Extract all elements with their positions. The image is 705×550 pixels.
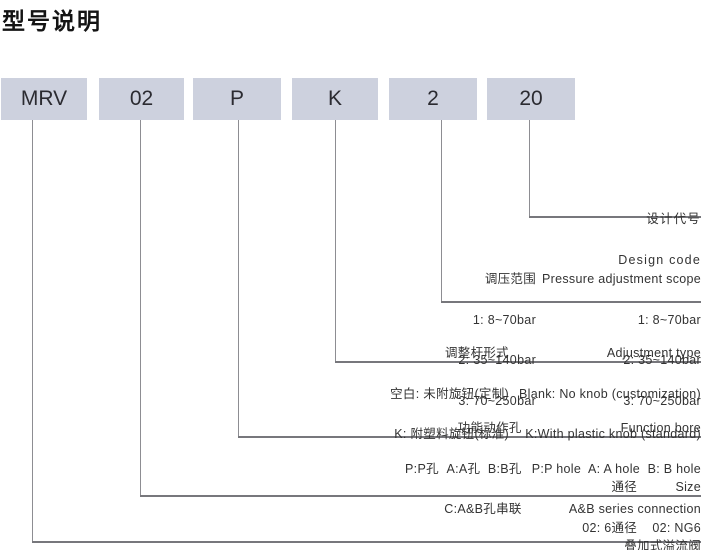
connector-vline-02 <box>140 120 142 495</box>
function-bore-zh-row: P:P孔 A:A孔 B:B孔 <box>405 461 522 476</box>
size-zh-row: 02: 6通径 <box>582 520 638 535</box>
adjustment-zh-row: 空白: 未附旋钮(定制) <box>390 386 509 401</box>
pressure-en-row: 3: 70~250bar <box>623 393 701 408</box>
pressure-zh-column: 调压范围 1: 8~70bar 2: 35~140bar 3: 70~250ba… <box>458 246 536 435</box>
product-text: 叠加式溢流阀 Modular relief valves <box>580 513 701 550</box>
callout-size: 通径 02: 6通径 03: 10通径 Size 02: NG6 03: NG1… <box>575 454 701 550</box>
size-zh-header: 通径 <box>611 480 638 494</box>
function-bore-zh-column: 功能动作孔 P:P孔 A:A孔 B:B孔 C:A&B孔串联 <box>405 395 522 544</box>
adjustment-zh-header: 调整杆形式 <box>444 346 509 360</box>
pressure-en-column: Pressure adjustment scope 1: 8~70bar 2: … <box>542 246 701 435</box>
connector-vline-p <box>238 120 240 436</box>
pressure-zh-header: 调压范围 <box>484 272 537 286</box>
adjustment-en-row: K:With plastic knob (standard) <box>525 427 701 441</box>
connector-vline-20 <box>529 120 531 216</box>
model-segment-box-2: 2 <box>389 78 477 120</box>
rule-product <box>32 541 701 543</box>
product-zh: 叠加式溢流阀 <box>624 539 701 550</box>
adjustment-en-header: Adjustment type <box>606 346 701 360</box>
adjustment-zh-row: K: 附塑料旋钮(标准) <box>394 427 509 441</box>
size-en-header: Size <box>675 480 701 494</box>
adjustment-en-row: Blank: No knob (customization) <box>519 386 701 401</box>
function-bore-en-header: Function bore <box>620 421 701 435</box>
callout-product: 叠加式溢流阀 Modular relief valves <box>580 513 701 550</box>
function-bore-en-row: P:P hole A: A hole B: B hole <box>531 461 701 476</box>
model-segment-box-20: 20 <box>487 78 575 120</box>
callout-pressure: 调压范围 1: 8~70bar 2: 35~140bar 3: 70~250ba… <box>458 246 701 435</box>
size-en-row: 02: NG6 <box>652 520 701 535</box>
function-bore-zh-header: 功能动作孔 <box>457 421 522 435</box>
connector-vline-k <box>335 120 337 361</box>
rule-design-code <box>529 216 701 218</box>
model-segment-box-02: 02 <box>99 78 184 120</box>
adjustment-en-column: Adjustment type Blank: No knob (customiz… <box>519 320 701 469</box>
size-zh-column: 通径 02: 6通径 03: 10通径 <box>575 454 637 550</box>
pressure-zh-row: 1: 8~70bar <box>472 312 537 327</box>
function-bore-en-column: Function bore P:P hole A: A hole B: B ho… <box>532 395 701 544</box>
adjustment-zh-column: 调整杆形式 空白: 未附旋钮(定制) K: 附塑料旋钮(标准) <box>390 320 509 469</box>
rule-pressure <box>441 301 701 303</box>
page-title: 型号说明 <box>2 8 102 34</box>
design-code-en: Design code <box>618 252 701 267</box>
function-bore-en-row: A&B series connection <box>568 502 701 516</box>
pressure-en-row: 1: 8~70bar <box>637 312 701 327</box>
size-en-column: Size 02: NG6 03: NG10 <box>645 454 701 550</box>
pressure-en-row: 2: 35~140bar <box>623 353 701 367</box>
connector-vline-mrv <box>32 120 34 541</box>
pressure-zh-row: 3: 70~250bar <box>458 393 537 408</box>
pressure-en-header: Pressure adjustment scope <box>542 272 701 286</box>
callout-adjustment: 调整杆形式 空白: 未附旋钮(定制) K: 附塑料旋钮(标准) Adjustme… <box>390 320 701 469</box>
model-segment-box-k: K <box>292 78 378 120</box>
rule-function-bore <box>238 436 701 438</box>
rule-adjustment <box>335 361 701 363</box>
design-code-zh: 设计代号 <box>646 212 701 226</box>
connector-vline-2 <box>441 120 443 301</box>
callout-function-bore: 功能动作孔 P:P孔 A:A孔 B:B孔 C:A&B孔串联 Function b… <box>405 395 701 544</box>
function-bore-zh-row: C:A&B孔串联 <box>444 502 522 516</box>
model-segment-box-mrv: MRV <box>1 78 87 120</box>
design-code-text: 设计代号 Design code <box>618 186 701 294</box>
model-segment-box-p: P <box>193 78 281 120</box>
callout-design-code: 设计代号 Design code <box>618 186 701 294</box>
rule-size <box>140 495 701 497</box>
pressure-zh-row: 2: 35~140bar <box>458 353 537 367</box>
